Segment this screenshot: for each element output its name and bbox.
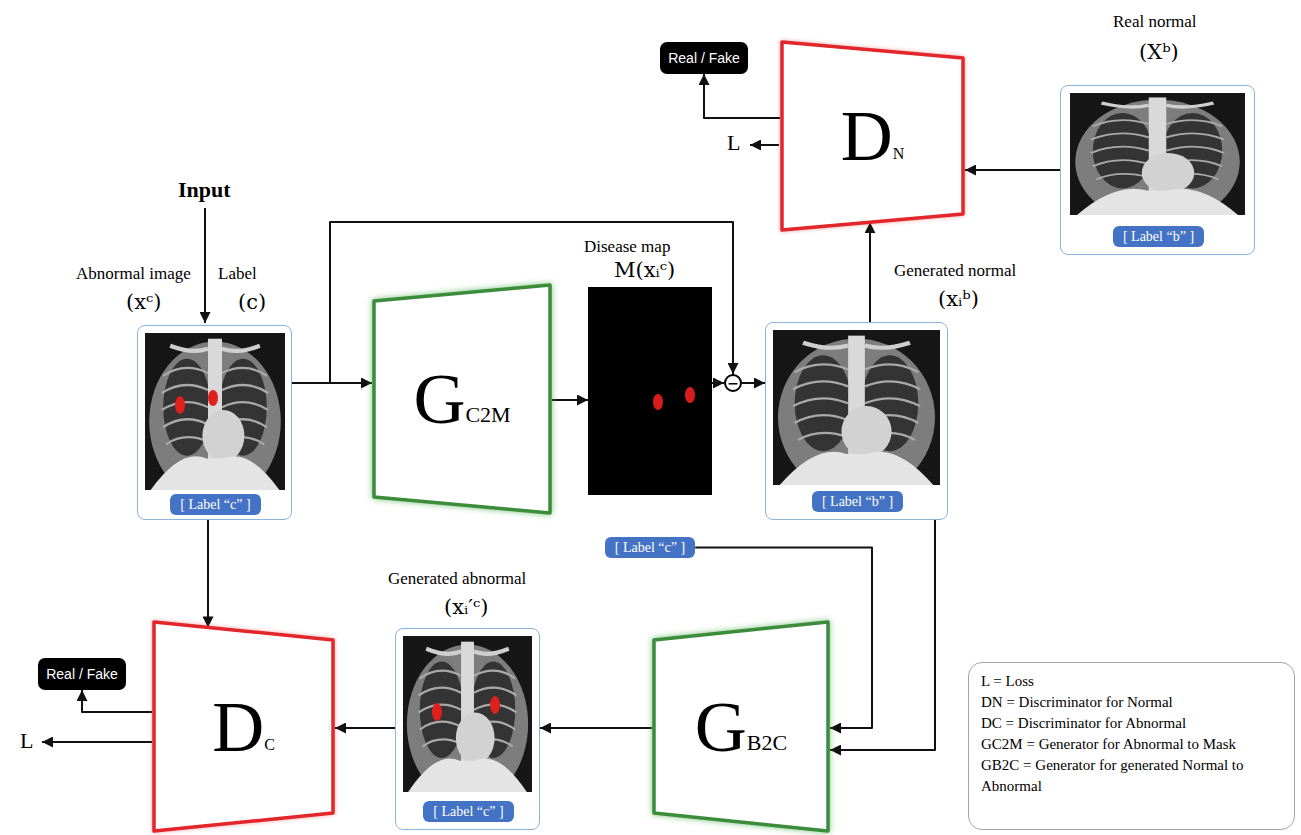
loss-symbol: L	[727, 131, 740, 155]
network-block: GC2M	[372, 283, 552, 515]
flow-arrow	[207, 520, 209, 627]
image-card: Generated normal(xᵢᵇ)[ Label “b” ]	[765, 322, 948, 520]
lesion-mark	[653, 394, 663, 410]
label-tag: [ Label “c” ]	[423, 801, 513, 822]
label-text: [ Label “b” ]	[822, 494, 893, 509]
disease-map-card: Disease mapM(xᵢᶜ)[ Label “c” ]	[588, 287, 712, 559]
legend-entry: L = Loss	[981, 671, 1282, 692]
lesion-mark	[432, 703, 442, 721]
block-label: GB2C	[652, 620, 830, 833]
lesion-mark	[685, 387, 695, 403]
chest-xray	[1070, 93, 1245, 224]
label-tag: [ Label “b” ]	[812, 491, 903, 512]
subtract-operator: −	[724, 374, 742, 392]
flow-arrow	[965, 169, 1060, 171]
input-arrow	[204, 208, 206, 323]
legend-entry: GC2M = Generator for Abnormal to Mask	[981, 734, 1282, 755]
flow-arrow	[540, 727, 652, 729]
input-label: Input	[178, 178, 231, 202]
legend-box: L = LossDN = Discriminator for NormalDC …	[968, 662, 1295, 830]
network-block: DC	[152, 620, 335, 833]
output-badge: Real / Fake	[660, 42, 748, 74]
image-card: Generated abnormal(xᵢ′ᶜ)[ Label “c” ]	[395, 628, 540, 830]
math-symbol: (xᶜ)	[126, 290, 162, 314]
lesion-mark	[490, 696, 500, 714]
block-symbol: G	[695, 691, 747, 763]
card-heading: Disease map	[584, 237, 670, 257]
lesion-mark	[175, 396, 185, 414]
math-symbol: (Xᵇ)	[1139, 40, 1179, 64]
chest-xray	[403, 636, 532, 803]
block-label: DN	[780, 40, 965, 232]
network-block: GB2C	[652, 620, 830, 833]
flow-arrow	[869, 222, 871, 322]
block-outline	[654, 622, 828, 831]
flow-arrow	[704, 74, 780, 118]
math-symbol: (xᵢᵇ)	[938, 287, 979, 311]
flow-arrow	[742, 382, 765, 384]
label-text: [ Label “c” ]	[615, 540, 685, 555]
flow-arrow	[335, 727, 395, 729]
flow-arrow	[82, 690, 152, 712]
card-heading: Generated normal	[894, 261, 1016, 281]
card-heading: Label	[218, 264, 257, 284]
legend-entry: DN = Discriminator for Normal	[981, 692, 1282, 713]
flow-arrow	[552, 399, 588, 401]
block-outline	[154, 622, 333, 831]
math-symbol: M(xᵢᶜ)	[614, 258, 675, 282]
legend-entry: GB2C = Generator for generated Normal to…	[981, 755, 1282, 797]
math-symbol: (xᵢ′ᶜ)	[444, 595, 489, 619]
network-block: DN	[780, 40, 965, 232]
label-tag: [ Label “c” ]	[605, 537, 695, 558]
card-heading: Generated abnormal	[388, 569, 526, 589]
label-tag: [ Label “c” ]	[170, 494, 260, 515]
lesion-mark	[208, 390, 218, 406]
output-badge: Real / Fake	[38, 658, 126, 690]
label-text: [ Label “b” ]	[1123, 229, 1194, 244]
block-symbol: D	[212, 691, 264, 763]
label-text: [ Label “c” ]	[180, 497, 250, 512]
image-card: Real normal(Xᵇ)[ Label “b” ]	[1060, 85, 1255, 255]
math-symbol: (c)	[238, 290, 266, 314]
block-outline	[374, 285, 550, 513]
card-heading: Real normal	[1113, 12, 1197, 32]
loss-arrow	[750, 144, 779, 146]
block-symbol: N	[893, 146, 905, 162]
block-label: GC2M	[372, 283, 552, 515]
operator-sign: −	[727, 376, 739, 390]
chest-xray	[773, 330, 940, 496]
label-tag: [ Label “b” ]	[1113, 226, 1204, 247]
block-outline	[782, 42, 963, 230]
block-symbol: C	[264, 737, 275, 753]
loss-arrow	[42, 741, 152, 743]
block-symbol: G	[413, 363, 465, 435]
loss-symbol: L	[20, 729, 33, 753]
badge-text: Real / Fake	[46, 666, 118, 682]
block-symbol: B2C	[747, 732, 787, 754]
flow-arrow	[830, 520, 935, 750]
block-symbol: C2M	[465, 404, 510, 426]
chest-xray	[145, 333, 285, 501]
label-text: [ Label “c” ]	[433, 804, 503, 819]
flow-arrow	[712, 382, 724, 384]
block-symbol: D	[841, 100, 893, 172]
block-label: DC	[152, 620, 335, 833]
badge-text: Real / Fake	[668, 50, 740, 66]
image-card: Abnormal image(xᶜ)Label(c)[ Label “c” ]	[137, 325, 292, 520]
card-heading: Abnormal image	[76, 264, 191, 284]
legend-entry: DC = Discriminator for Abnormal	[981, 713, 1282, 734]
disease-map-image	[588, 287, 712, 495]
